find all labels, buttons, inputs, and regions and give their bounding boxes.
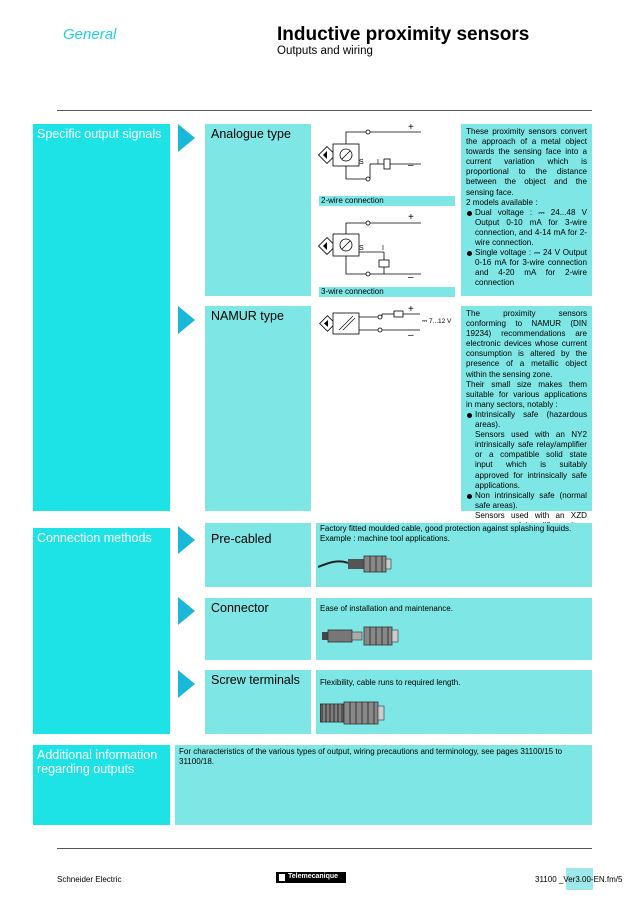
footer-divider (57, 848, 592, 849)
analogue-description: These proximity sensors convert the appr… (461, 124, 592, 296)
screw-terminals-label: Screw terminals (211, 673, 300, 687)
arrow-icon (178, 670, 195, 698)
namur-desc-bullet-2-title: Non intrinsically safe (normal safe area… (466, 491, 587, 511)
page-title: Inductive proximity sensors (277, 24, 530, 45)
screw-terminals-label-box: Screw terminals (205, 670, 311, 734)
section-output-signals: Specific output signals (33, 124, 170, 511)
connector-box: Ease of installation and maintenance. (316, 598, 592, 660)
arrow-icon (178, 306, 195, 334)
arrow-icon (178, 124, 195, 152)
namur-desc-bullet-1-text: Sensors used with an NY2 intrinsically s… (475, 430, 587, 490)
connector-label: Connector (211, 601, 269, 615)
namur-desc-bullet-1-title: Intrinsically safe (hazardous areas). (466, 410, 587, 430)
footer-company: Schneider Electric (57, 875, 122, 884)
namur-description: The proximity sensors conforming to NAMU… (461, 306, 592, 550)
connector-label-box: Connector (205, 598, 311, 660)
precabled-label-box: Pre-cabled (205, 523, 311, 587)
precabled-text: Factory fitted moulded cable, good prote… (320, 524, 572, 543)
caption-3wire: 3-wire connection (319, 287, 455, 297)
section-connection-methods-label: Connection methods (37, 531, 152, 545)
analogue-desc-models: 2 models available : (466, 197, 538, 207)
minus-sign: – (408, 160, 414, 171)
section-title: General (63, 26, 117, 43)
analogue-desc-intro: These proximity sensors convert the appr… (466, 127, 587, 197)
screw-terminals-text: Flexibility, cable runs to required leng… (320, 678, 461, 687)
s-label: S (359, 245, 364, 252)
precabled-box: Factory fitted moulded cable, good prote… (316, 523, 592, 587)
analogue-2wire-diagram: + – S I (317, 124, 421, 182)
precabled-label: Pre-cabled (211, 532, 272, 546)
telemecanique-logo: Telemecanique (276, 872, 346, 883)
section-additional-info: Additional information regarding outputs (33, 745, 170, 825)
precabled-sensor-icon (318, 555, 392, 573)
screw-terminal-sensor-icon (320, 701, 385, 725)
plus-sign: + (408, 212, 414, 223)
s-label: S (359, 159, 364, 166)
analogue-desc-bullet-2: Single voltage : ⎓ 24 V Output 0-16 mA f… (466, 248, 587, 288)
logo-mark-icon (279, 874, 285, 881)
footer-doc-ref: 31100 _Ver3.00-EN.fm/5 (535, 875, 623, 884)
plus-sign: + (408, 304, 414, 315)
additional-info-text: For characteristics of the various types… (175, 745, 592, 825)
arrow-icon (178, 597, 195, 625)
header-divider (57, 110, 592, 111)
i-label: I (382, 245, 384, 252)
namur-diagram: + – ⎓ 7...12 V (319, 304, 452, 341)
caption-2wire: 2-wire connection (319, 196, 455, 206)
connector-text: Ease of installation and maintenance. (320, 604, 453, 613)
analogue-type-label-box: Analogue type (205, 124, 311, 296)
arrow-icon (178, 526, 195, 554)
section-additional-info-label: Additional information regarding outputs (37, 748, 158, 776)
namur-desc-apps: Their small size makes them suitable for… (466, 379, 587, 409)
i-label: I (377, 159, 379, 166)
screw-terminals-box: Flexibility, cable runs to required leng… (316, 670, 592, 734)
namur-type-label: NAMUR type (211, 309, 284, 323)
analogue-3wire-diagram: + – S I (317, 212, 421, 283)
section-connection-methods: Connection methods (33, 528, 170, 734)
namur-type-label-box: NAMUR type (205, 306, 311, 511)
plus-sign: + (408, 124, 414, 133)
connector-sensor-icon (322, 626, 399, 646)
minus-sign: – (408, 272, 414, 283)
namur-voltage: ⎓ 7...12 V (422, 318, 452, 325)
page-tab (566, 868, 593, 890)
telemecanique-logo-text: Telemecanique (288, 873, 339, 880)
section-output-signals-label: Specific output signals (37, 127, 162, 141)
minus-sign: – (408, 330, 414, 341)
page-subtitle: Outputs and wiring (277, 45, 373, 57)
namur-desc-intro: The proximity sensors conforming to NAMU… (466, 309, 587, 379)
analogue-type-label: Analogue type (211, 127, 291, 141)
analogue-desc-bullet-1: Dual voltage : ⎓ 24...48 V Output 0-10 m… (466, 208, 587, 248)
